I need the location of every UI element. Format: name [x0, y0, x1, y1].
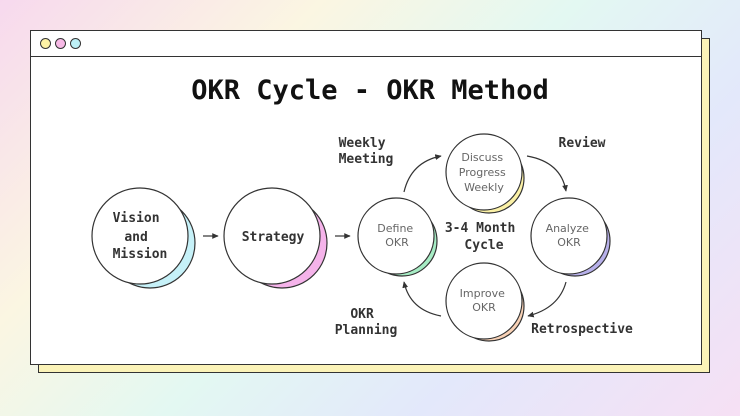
arrow-improve-to-define — [402, 281, 442, 317]
arrow-analyze-to-improve — [527, 281, 567, 318]
arrow-discuss-to-analyze — [526, 155, 568, 192]
strategy-label: Strategy — [242, 230, 305, 245]
define-circle — [357, 197, 435, 275]
cycle-center-label: 3-4 Month Cycle — [445, 221, 523, 253]
discuss-circle — [445, 133, 523, 211]
improve-label: Improve OKR — [460, 287, 509, 314]
node-vision-mission: Vision and Mission — [91, 187, 196, 289]
node-discuss-progress: Discuss Progress Weekly — [445, 133, 525, 214]
define-label: Define OKR — [377, 222, 416, 249]
window-dot-cyan[interactable] — [70, 38, 81, 49]
label-okr-planning: OKR Planning — [335, 307, 398, 338]
strategy-circle — [223, 187, 321, 285]
window-titlebar — [31, 31, 701, 57]
discuss-label: Discuss Progress Weekly — [459, 151, 509, 194]
label-review: Review — [559, 136, 606, 151]
label-retrospective: Retrospective — [531, 322, 633, 337]
vision-circle — [91, 187, 189, 285]
node-strategy: Strategy — [223, 187, 328, 289]
window-dot-yellow[interactable] — [40, 38, 51, 49]
page-title: OKR Cycle - OKR Method — [191, 75, 549, 106]
vision-label: Vision and Mission — [113, 211, 168, 262]
label-weekly-meeting: Weekly Meeting — [339, 136, 394, 167]
analyze-circle — [530, 197, 608, 275]
node-define-okr: Define OKR — [357, 197, 438, 277]
window-dot-pink[interactable] — [55, 38, 66, 49]
node-improve-okr: Improve OKR — [445, 262, 525, 342]
arrow-define-to-discuss — [403, 154, 442, 193]
node-analyze-okr: Analyze OKR — [530, 197, 611, 277]
improve-circle — [445, 262, 523, 340]
analyze-label: Analyze OKR — [546, 222, 593, 249]
